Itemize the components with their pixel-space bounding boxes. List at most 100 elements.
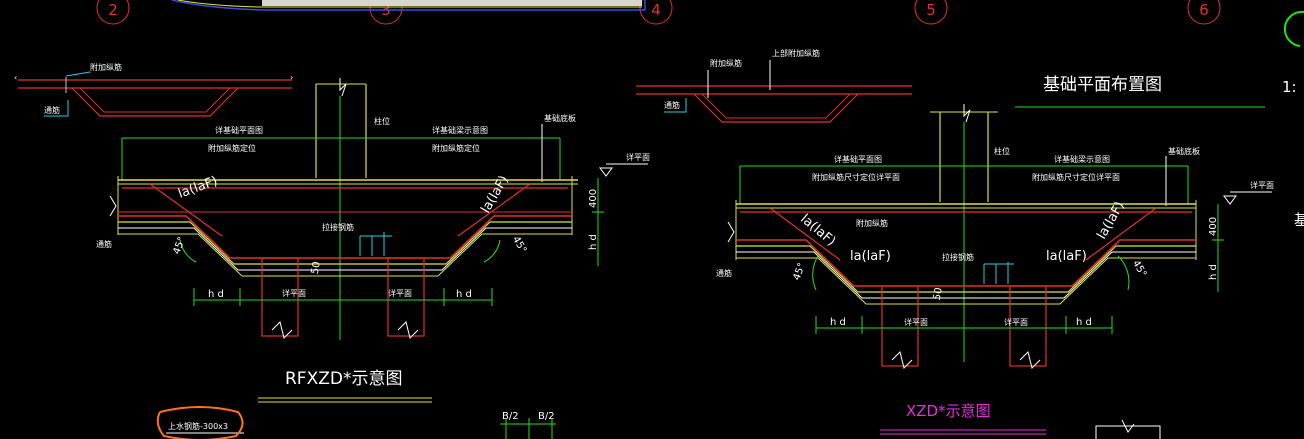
grid-label-5: 5: [926, 1, 936, 19]
grid-label-2: 2: [108, 1, 118, 19]
right-sketch-top-rebar: 附加纵筋: [710, 58, 742, 68]
left-dim-400: 400: [588, 189, 599, 208]
right-lap-label-mid-l: la(laF): [850, 249, 891, 264]
grid-bubble-5: [914, 0, 948, 25]
left-break-side: [109, 195, 117, 217]
left-pile-2: [387, 257, 425, 337]
left-sketch-mark-r: ›: [290, 73, 293, 82]
left-ref1: 详基础平面图: [215, 125, 263, 135]
left-level-label: 详平面: [626, 152, 650, 162]
partial-break-bottom-right: [1121, 419, 1135, 433]
right-sketch-upper-rebar: 上部附加纵筋: [772, 48, 820, 58]
grid-bubble-3: [369, 0, 403, 25]
dim-b2-right: B/2: [538, 411, 555, 422]
right-dim-50: 50: [932, 287, 945, 301]
left-sketch-leader-cyan: [65, 71, 91, 77]
left-sketch-bent-bar-inner: [79, 87, 231, 113]
right-lap-label-r: la(laF): [1094, 199, 1127, 242]
left-dim-hd-1: h d: [208, 289, 224, 300]
left-dim-hd-vert: h d: [588, 234, 599, 250]
scale-partial: 1:: [1282, 78, 1297, 96]
right-break-symbol: [963, 104, 971, 123]
left-tie-label: 拉接钢筋: [322, 222, 354, 232]
right-angle-arc-r: [1117, 255, 1130, 291]
plan-title: 基础平面布置图: [1043, 75, 1162, 95]
right-pile-1: [881, 285, 919, 367]
right-ref2: 附加纵筋尺寸定位详平面: [812, 172, 900, 182]
side-partial-text: 基: [1294, 211, 1304, 229]
left-angle-arc-l: [179, 239, 197, 263]
right-angle-arc-l: [812, 255, 819, 291]
right-pile-break-2: [1019, 351, 1041, 369]
left-bottom-outline-2: [118, 227, 572, 271]
left-caption: RFXZD*示意图: [285, 369, 402, 389]
left-column-label: 柱位: [374, 116, 390, 126]
left-ref2: 详基础梁示意图: [432, 125, 488, 135]
right-level-label: 详平面: [1250, 180, 1274, 190]
left-pile-break-2: [397, 321, 419, 339]
left-bottom-outline: [118, 221, 572, 265]
plan-outline-blue: [171, 0, 646, 11]
grid-bubble-partial: [1283, 10, 1304, 47]
right-through-label: 通筋: [716, 268, 732, 278]
right-dim-hd-1: h d: [830, 317, 846, 328]
right-bottom-outline: [736, 245, 1196, 293]
right-sketch-through: 通筋: [664, 100, 680, 110]
left-flat-label-2: 详平面: [388, 288, 412, 298]
right-column-label: 柱位: [994, 146, 1010, 156]
right-sketch-bent-bar-inner: [701, 93, 851, 119]
right-sketch-bent-bar: [693, 93, 859, 123]
right-bottom-rebar: [736, 239, 1196, 287]
right-pile-break-1: [891, 351, 913, 369]
right-lap-bar-l: [769, 207, 841, 261]
right-break-side: [727, 221, 735, 243]
partial-element-bottom-right: [1095, 425, 1161, 439]
grid-bubble-6: [1187, 0, 1221, 25]
right-tie-leader: [983, 262, 1014, 284]
right-level-symbol: [1223, 195, 1237, 205]
right-bottom-outline-3: [736, 257, 1196, 305]
left-sketch-bent-bar: [71, 87, 239, 117]
left-bottom-outline-3: [118, 233, 572, 277]
plan-hatch-strip: [262, 0, 642, 6]
left-note: 上水钢筋-300x3: [168, 421, 228, 431]
left-footing-label: 基础底板: [544, 113, 576, 123]
grid-axis-group: [96, 0, 1221, 25]
right-angle-label-r: 45°: [1130, 259, 1148, 280]
right-flat-label-2: 详平面: [1004, 317, 1028, 327]
left-note-annotation-circle: [156, 406, 244, 439]
right-tie-label: 拉接钢筋: [942, 252, 974, 262]
left-lap-label-l: la(laF): [176, 174, 219, 202]
right-dim-hd-2: h d: [1076, 317, 1092, 328]
left-detail-group: 附加纵筋 通筋 ‹ › 详基础平面图 附加纵筋定位 详基础梁示意图 附加纵筋定位…: [14, 62, 650, 439]
plan-outline-yellow: [177, 0, 642, 8]
right-dim-hd-vert: h d: [1208, 264, 1219, 280]
right-flat-label-1: 详平面: [904, 317, 928, 327]
grid-label-6: 6: [1199, 1, 1209, 19]
left-lap-bar-r: [457, 183, 531, 237]
left-dim-hd-2: h d: [456, 289, 472, 300]
left-tie-leader: [359, 232, 392, 256]
right-top-rebar-label: 附加纵筋: [856, 218, 888, 228]
left-dim-50: 50: [310, 261, 323, 275]
left-through-label: 通筋: [96, 239, 112, 249]
left-sketch-top-rebar-label: 附加纵筋: [90, 62, 122, 72]
right-ref4: 附加纵筋尺寸定位详平面: [1032, 172, 1120, 182]
left-pile-1: [261, 257, 299, 337]
left-sketch-through-label: 通筋: [44, 105, 60, 115]
left-ref4: 附加纵筋定位: [432, 143, 480, 153]
grid-bubble-4: [639, 0, 673, 25]
left-lap-bar-l: [149, 183, 223, 237]
right-angle-label-l: 45°: [792, 261, 808, 281]
left-angle-label-r: 45°: [510, 235, 528, 256]
left-sketch-leader2: [44, 100, 69, 117]
left-ref3: 附加纵筋定位: [208, 143, 256, 153]
right-bottom-outline-2: [736, 251, 1196, 299]
right-pile-2: [1009, 285, 1047, 367]
left-bottom-rebar: [118, 215, 572, 259]
right-ref3: 详基础梁示意图: [1054, 154, 1110, 164]
right-lap-label-mid-r: la(laF): [1046, 249, 1087, 264]
left-level-symbol: [599, 167, 613, 177]
grid-label-4: 4: [651, 1, 661, 19]
